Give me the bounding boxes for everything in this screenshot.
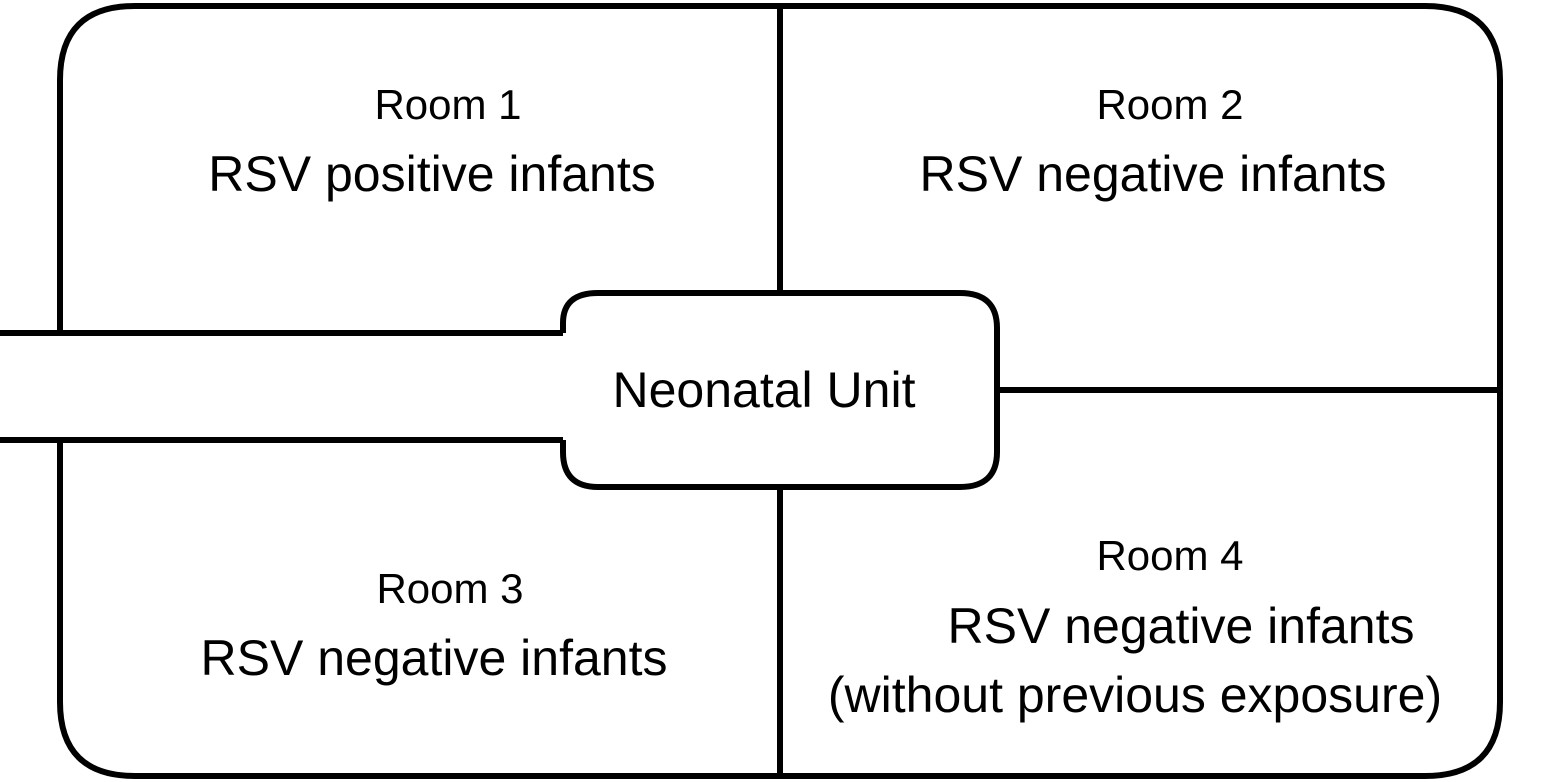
room-1-description: RSV positive infants [208, 146, 656, 202]
neonatal-unit-label: Neonatal Unit [612, 362, 916, 418]
room-4-name: Room 4 [1096, 532, 1244, 579]
room-2-name: Room 2 [1096, 81, 1244, 128]
room-3-description: RSV negative infants [200, 630, 668, 686]
room-4-note: (without previous exposure) [827, 667, 1443, 723]
room-3-name: Room 3 [376, 565, 524, 612]
room-4-description: RSV negative infants [947, 598, 1415, 654]
room-1-name: Room 1 [374, 81, 522, 128]
room-2-description: RSV negative infants [919, 146, 1387, 202]
